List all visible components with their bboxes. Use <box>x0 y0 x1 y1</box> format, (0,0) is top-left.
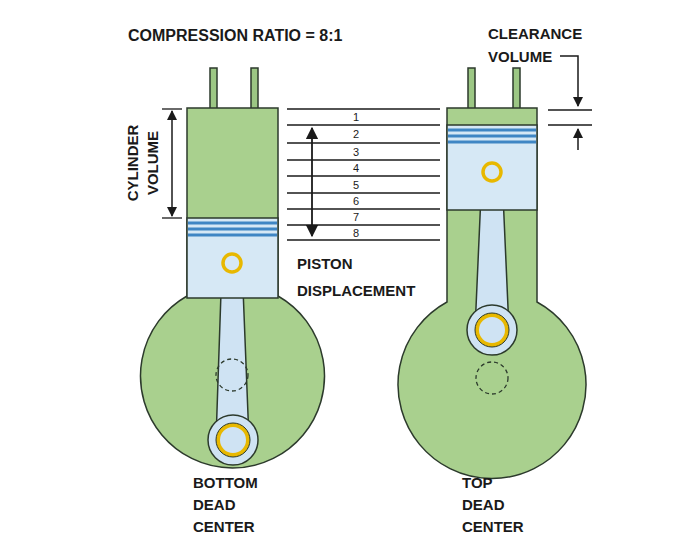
crank-journal <box>216 359 248 391</box>
division-line <box>287 175 440 176</box>
rod-big-end <box>467 305 517 355</box>
valve-stem <box>210 68 217 109</box>
division-line <box>287 159 440 160</box>
division-line <box>287 239 440 240</box>
valve-stem <box>251 68 258 109</box>
division-line <box>287 142 440 143</box>
rod-big-end <box>208 415 258 465</box>
position-label: BOTTOM DEAD CENTER <box>193 472 265 538</box>
valve-stem <box>513 68 520 109</box>
piston-ring <box>188 222 277 225</box>
piston-ring <box>188 228 277 231</box>
dimension-label: PISTON DISPLACEMENT <box>297 250 427 304</box>
dimension-label: CLEARANCE VOLUME <box>488 22 600 68</box>
leader-arrow <box>577 129 579 150</box>
piston-ring <box>448 141 536 144</box>
dimension-tick <box>548 124 592 125</box>
crank-pin-outline <box>216 423 250 457</box>
division-line <box>287 208 440 209</box>
crank-pin <box>477 315 507 345</box>
piston-ring <box>188 234 277 237</box>
crank-pin <box>218 425 248 455</box>
dimension-tick <box>162 108 182 109</box>
callout-number: 5 <box>351 179 361 191</box>
callout-number: 7 <box>351 211 361 223</box>
division-line <box>287 124 440 125</box>
displacement-arrow <box>311 128 313 236</box>
division-lines <box>287 109 440 240</box>
callout-number: 6 <box>351 195 361 207</box>
dimension-tick <box>548 109 592 110</box>
leader-arrow <box>560 56 578 106</box>
division-line <box>287 224 440 225</box>
callout-number: 8 <box>351 227 361 239</box>
callout-number: 1 <box>351 111 361 123</box>
diagram-title: COMPRESSION RATIO = 8:1 <box>128 27 342 45</box>
dimension-label: CYLINDER VOLUME <box>123 117 163 209</box>
piston <box>447 125 537 210</box>
crank-pin-outline <box>475 313 509 347</box>
piston <box>187 218 278 298</box>
cylinder-crankcase <box>398 108 586 479</box>
division-line <box>287 108 440 109</box>
cylinder-crankcase <box>141 108 325 468</box>
dimension-tick <box>162 217 182 218</box>
division-line <box>287 192 440 193</box>
position-label: TOP DEAD CENTER <box>462 472 534 538</box>
piston-ring <box>448 135 536 138</box>
callout-number: 4 <box>351 162 361 174</box>
callout-number: 3 <box>351 146 361 158</box>
valve-stem <box>468 68 475 109</box>
crank-journal <box>476 362 508 394</box>
piston-pin <box>223 254 241 272</box>
piston-ring <box>448 129 536 132</box>
dimension-arrow <box>171 111 173 216</box>
callout-number: 2 <box>351 128 361 140</box>
piston-pin <box>483 163 501 181</box>
